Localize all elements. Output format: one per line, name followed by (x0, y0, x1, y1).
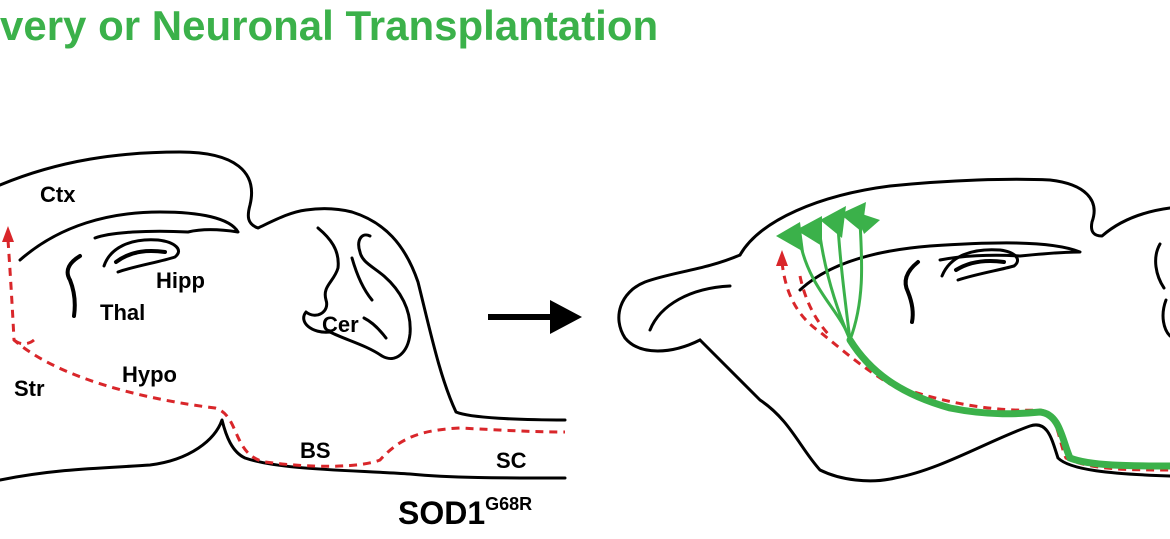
right-tract (780, 261, 1170, 472)
left-corpus-callosum (18, 210, 240, 262)
left-tract-path (6, 239, 566, 468)
right-olfactory-inner (648, 284, 732, 332)
right-tract-arrowhead (776, 250, 788, 266)
left-cerebellum (302, 226, 412, 360)
left-tract-arrowhead (2, 226, 14, 242)
transplanted-neurons (776, 202, 1170, 470)
label-ctx: Ctx (40, 182, 76, 207)
right-ventral-outline (698, 338, 1170, 483)
label-hypo: Hypo (122, 362, 177, 387)
neuron-dendrites (798, 220, 864, 342)
left-spinal-cord-outline (0, 418, 567, 482)
right-tract-path (780, 261, 1170, 472)
left-thalamus-mark (65, 254, 82, 318)
right-olfactory-bulb (617, 253, 742, 353)
neuron-soma-icon (820, 206, 846, 238)
strain-superscript: G68R (485, 494, 532, 514)
label-sc: SC (496, 448, 527, 473)
right-hippocampus (940, 248, 1019, 282)
right-brain (617, 177, 1170, 483)
right-arrow-icon (488, 300, 582, 334)
left-brain (0, 150, 567, 482)
neuron-soma-icon (840, 202, 866, 232)
right-corpus-callosum (798, 241, 1082, 292)
neuron-soma-icon (776, 222, 804, 252)
neuron-soma-icon (856, 212, 880, 234)
right-hippocampus-inner (954, 259, 1006, 272)
label-hipp: Hipp (156, 268, 205, 293)
neuron-soma-icon (796, 216, 822, 246)
neuron-axon (846, 336, 1170, 470)
label-str: Str (14, 376, 45, 401)
label-cer: Cer (322, 312, 359, 337)
left-tract-branch (13, 338, 35, 346)
left-tract (6, 239, 566, 468)
right-tract-branch (798, 275, 832, 338)
left-hippocampus-inner (114, 249, 167, 264)
figure-title: very or Neuronal Transplantation (0, 2, 659, 49)
left-brain-outline (0, 150, 567, 422)
strain-label: SOD1G68R (398, 494, 532, 531)
right-brain-outline (738, 177, 1170, 257)
right-thalamus-mark (903, 260, 920, 324)
right-cerebellum-edge (1154, 242, 1170, 338)
label-thal: Thal (100, 300, 145, 325)
strain-name: SOD1 (398, 495, 485, 531)
label-bs: BS (300, 438, 331, 463)
left-hippocampus (102, 238, 181, 274)
